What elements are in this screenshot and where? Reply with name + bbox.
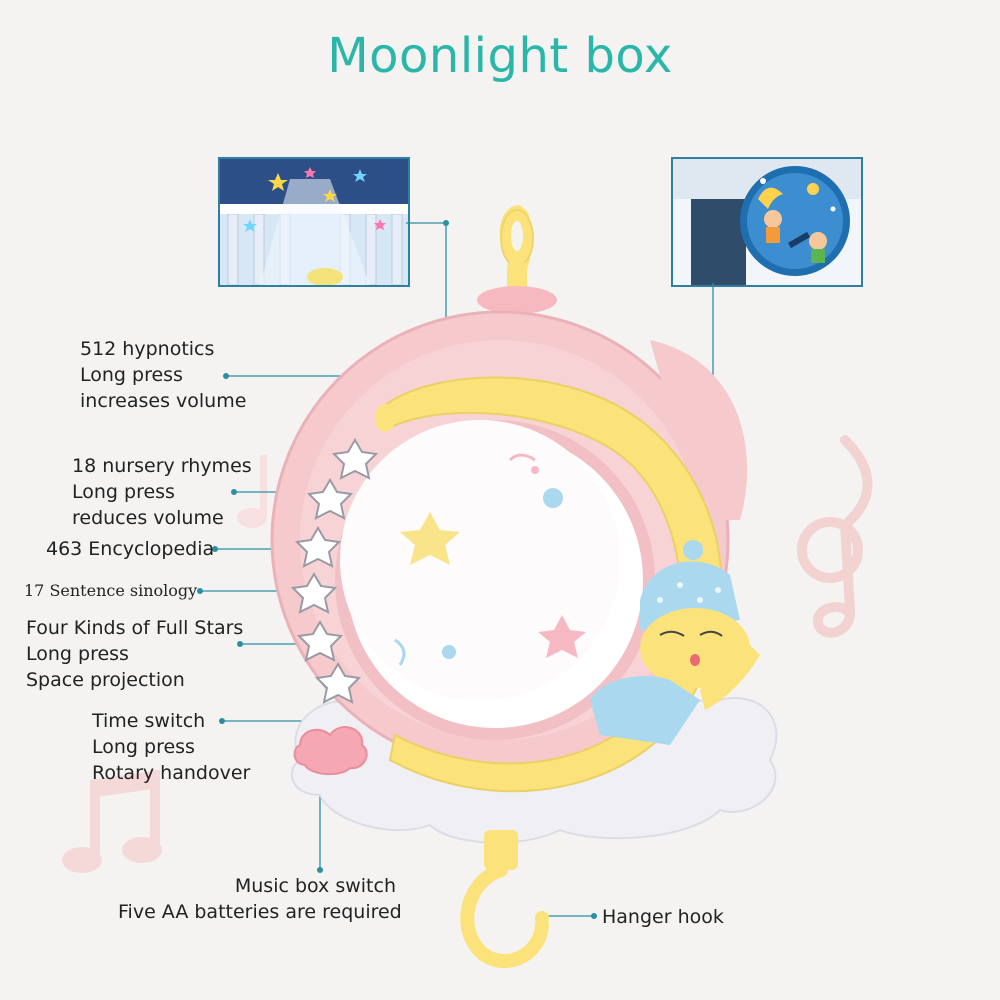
label-time-switch: Time switch Long press Rotary handover (92, 710, 251, 784)
music-box-switch (293, 726, 368, 776)
music-note-icon (62, 770, 162, 873)
label-hanger-hook: Hanger hook (602, 906, 724, 928)
projection-dome (335, 420, 655, 740)
music-note-icon (797, 435, 873, 638)
label-hypnotics: 512 hypnotics Long press increases volum… (80, 338, 247, 412)
label-music-switch: Music box switch Five AA batteries are r… (118, 875, 402, 923)
projection-photo-crib (218, 157, 410, 287)
moon-icon (375, 376, 723, 793)
hanger-hook-icon (460, 830, 549, 969)
projection-photo-space (671, 157, 863, 287)
page-title: Moonlight box (327, 28, 673, 84)
music-note-icon (237, 455, 267, 528)
label-sinology: 17 Sentence sinology (24, 581, 198, 600)
label-encyclopedia: 463 Encyclopedia (46, 538, 215, 560)
label-nursery-rhymes: 18 nursery rhymes Long press reduces vol… (72, 455, 252, 529)
star-button-group (290, 438, 379, 704)
label-full-stars: Four Kinds of Full Stars Long press Spac… (26, 617, 244, 691)
hanging-ring (477, 205, 557, 314)
sleeping-baby-figure (590, 540, 760, 745)
